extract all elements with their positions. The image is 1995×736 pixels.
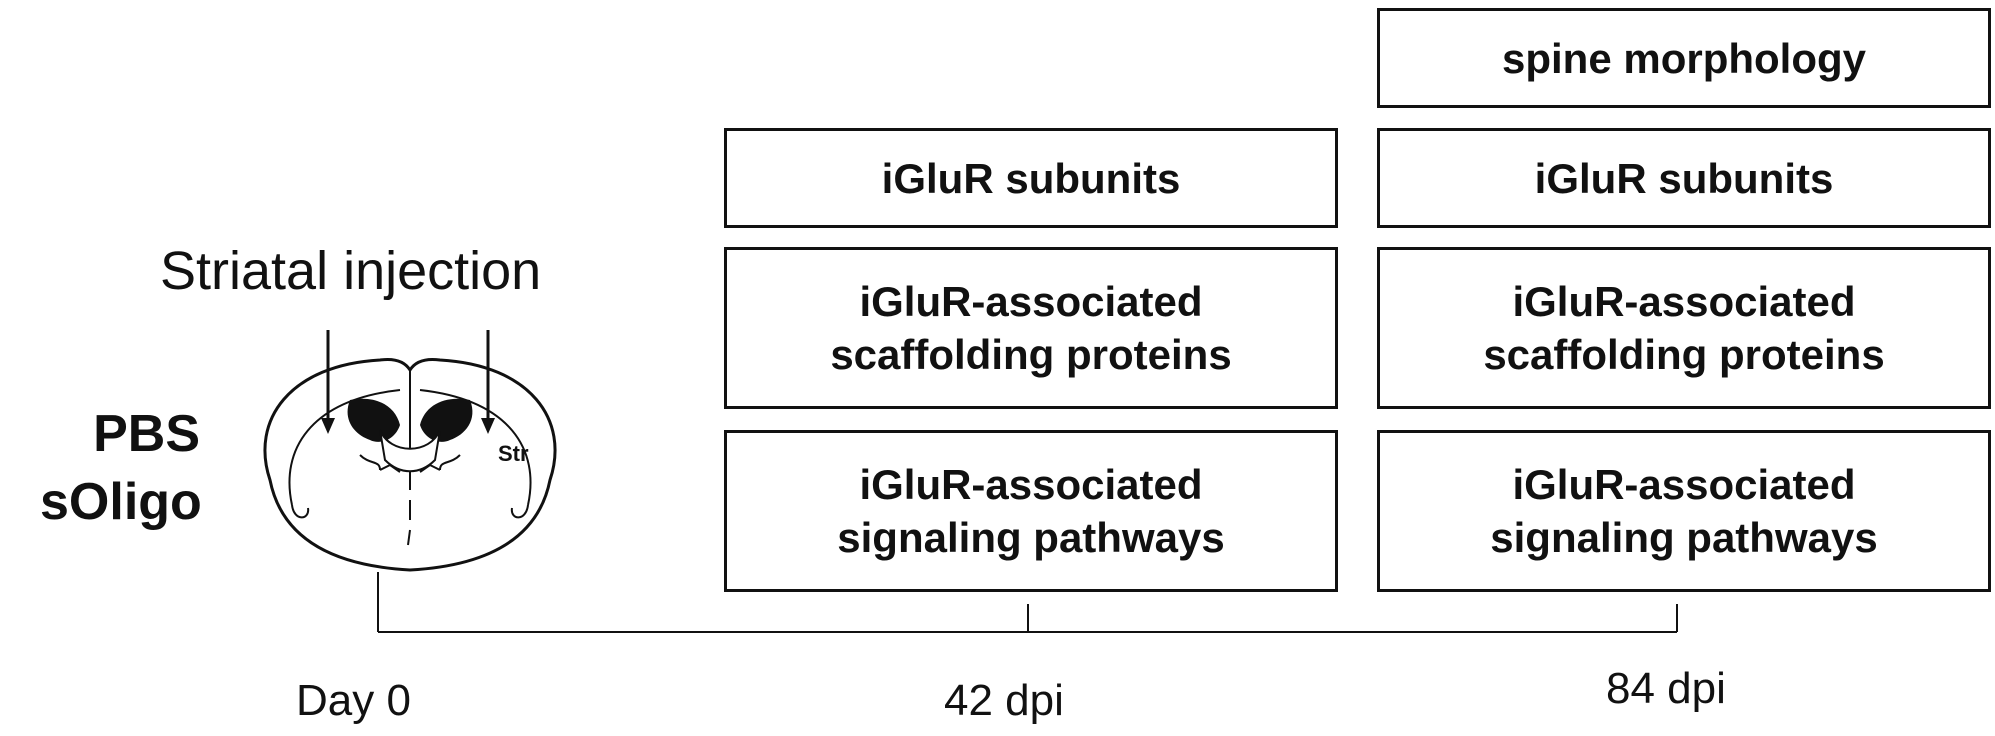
left-striatum-lesion <box>347 398 400 442</box>
box-84dpi-4: iGluR-associated signaling pathways <box>1377 430 1991 592</box>
box-42dpi-2: iGluR-associated scaffolding proteins <box>724 247 1338 409</box>
group-pbs: PBS <box>93 405 200 463</box>
box-text: iGluR-associated <box>859 461 1203 508</box>
lower-structures <box>359 454 461 473</box>
str-label: Str <box>498 441 529 466</box>
brain-section-illustration: Str <box>263 330 557 572</box>
ventricle-area <box>379 429 441 473</box>
box-text: iGluR-associated <box>859 278 1203 325</box>
right-curl <box>510 504 529 519</box>
cortex-contour <box>288 389 532 506</box>
timeline-label-day0: Day 0 <box>296 676 411 725</box>
box-text: spine morphology <box>1501 34 1866 82</box>
box-text: iGluR-associated <box>1512 278 1856 325</box>
box-text: signaling pathways <box>837 514 1225 561</box>
left-arrowhead-icon <box>321 418 335 434</box>
box-text: scaffolding proteins <box>1483 331 1885 378</box>
box-text: iGluR subunits <box>881 154 1181 202</box>
box-42dpi-3: iGluR-associated signaling pathways <box>724 430 1338 592</box>
right-striatum-lesion <box>420 398 473 442</box>
right-arrowhead-icon <box>481 418 495 434</box>
midline-lower <box>407 470 411 546</box>
box-42dpi-1: iGluR subunits <box>724 128 1338 228</box>
group-labels: PBS sOligo <box>40 400 202 536</box>
box-84dpi-2: iGluR subunits <box>1377 128 1991 228</box>
box-84dpi-1: spine morphology <box>1377 8 1991 108</box>
box-84dpi-3: iGluR-associated scaffolding proteins <box>1377 247 1991 409</box>
left-curl <box>291 504 310 519</box>
group-soligo: sOligo <box>40 473 202 531</box>
box-text: iGluR subunits <box>1534 154 1834 202</box>
timeline-label-84dpi: 84 dpi <box>1606 664 1726 713</box>
injection-label: Striatal injection <box>160 241 542 301</box>
box-text: scaffolding proteins <box>830 331 1232 378</box>
box-text: iGluR-associated <box>1512 461 1856 508</box>
timeline-label-42dpi: 42 dpi <box>944 676 1064 725</box>
box-text: signaling pathways <box>1490 514 1878 561</box>
